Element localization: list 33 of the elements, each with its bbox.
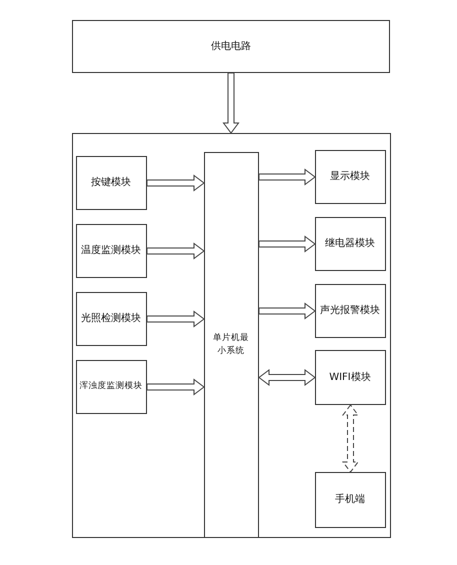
module-label: WIFI模块: [328, 370, 372, 384]
module-label: 光照检测模块: [80, 312, 142, 326]
block-arrow: [258, 236, 316, 252]
module-box: [76, 292, 146, 346]
module-label: 声光报警模块: [319, 304, 381, 318]
module-box: [314, 472, 386, 528]
module-label: 温度监测模块: [80, 244, 142, 258]
block-arrow: [258, 369, 316, 386]
module-box: [314, 216, 386, 270]
block-arrow: [146, 174, 204, 192]
module-label: 继电器模块: [324, 236, 376, 251]
module-box: [204, 152, 258, 538]
module-box: [76, 360, 146, 414]
module-label: 供电电路: [210, 40, 252, 54]
block-arrow: [258, 168, 316, 186]
module-box: [72, 20, 390, 73]
module-box: [314, 150, 386, 204]
module-box: [314, 284, 386, 338]
block-arrow: [342, 404, 359, 472]
module-label: 手机端: [334, 492, 366, 507]
module-label: 显示模块: [329, 170, 371, 184]
block-arrow: [258, 302, 316, 320]
block-arrow: [222, 72, 240, 134]
module-box: [314, 350, 386, 404]
module-label: 浑浊度监测模块: [78, 380, 144, 393]
module-label: 按键模块: [90, 176, 132, 190]
container-box: [72, 133, 391, 538]
block-arrow: [146, 310, 204, 328]
block-arrow: [146, 242, 204, 260]
module-box: [76, 156, 146, 210]
block-arrow: [146, 378, 204, 396]
module-box: [76, 224, 146, 278]
module-label: 单片机最小系统: [212, 332, 250, 358]
